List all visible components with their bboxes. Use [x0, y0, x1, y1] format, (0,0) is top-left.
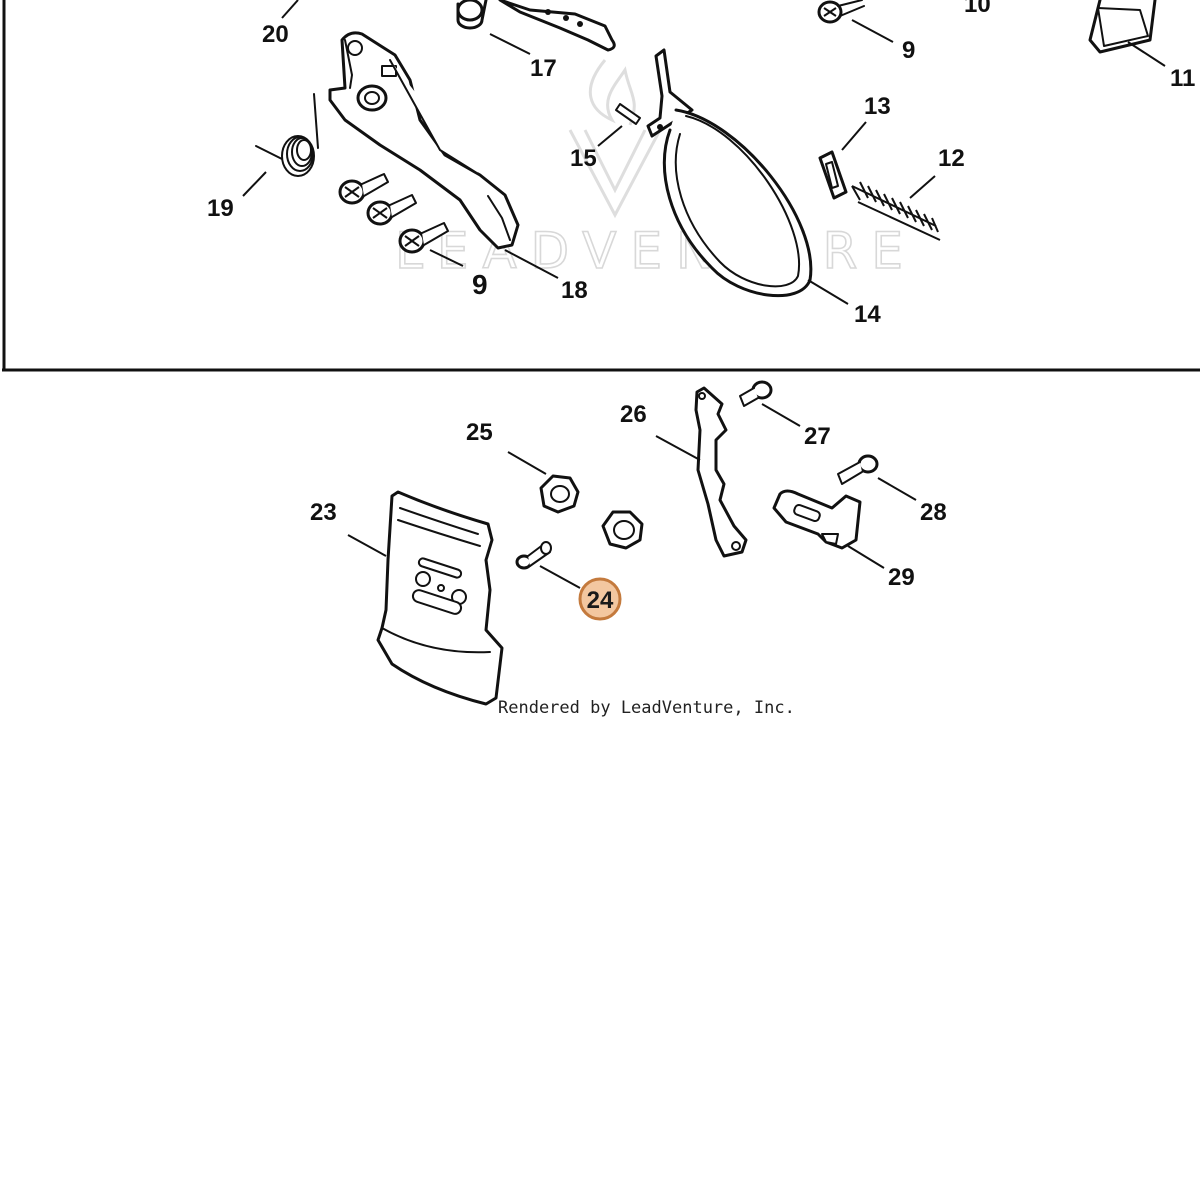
part-19-spring[interactable]: [255, 93, 319, 177]
callout-13: 13: [864, 93, 891, 120]
part-17-bushing[interactable]: [456, 0, 616, 52]
part-29-bracket[interactable]: [772, 489, 862, 550]
leader-28: [877, 477, 917, 501]
callout-14: 14: [854, 301, 881, 328]
callout-24-highlight[interactable]: 24: [578, 577, 622, 621]
part-23-guide-plate[interactable]: [376, 490, 504, 706]
callout-27: 27: [804, 423, 831, 450]
leader-25: [507, 451, 547, 475]
part-18-brake-lever[interactable]: [328, 31, 520, 250]
part-14-brake-band[interactable]: [646, 48, 813, 298]
leader-9-bottom: [429, 249, 464, 267]
leader-12: [909, 175, 936, 199]
assembly-frame: [2, 0, 1200, 372]
part-9-screw-top[interactable]: [817, 0, 865, 24]
callout-23: 23: [310, 499, 337, 526]
leader-13: [841, 121, 867, 151]
callout-26: 26: [620, 401, 647, 428]
leader-24: [539, 565, 581, 589]
leader-26: [655, 435, 701, 461]
callout-10: 10: [964, 0, 991, 18]
leader-20: [281, 0, 299, 19]
render-credit: Rendered by LeadVenture, Inc.: [498, 698, 795, 718]
leader-9-top: [851, 19, 894, 43]
leader-15: [597, 125, 623, 147]
callout-9-bottom: 9: [472, 269, 488, 300]
part-26-strip[interactable]: [694, 386, 748, 558]
callout-18: 18: [561, 277, 588, 304]
part-15-pin[interactable]: [615, 103, 641, 125]
callout-17: 17: [530, 55, 557, 82]
callout-25: 25: [466, 419, 493, 446]
part-9-screws[interactable]: [338, 173, 449, 254]
callout-15: 15: [570, 145, 597, 172]
part-27-screw[interactable]: [739, 380, 773, 407]
callout-20: 20: [262, 21, 289, 48]
callout-11: 11: [1170, 65, 1195, 92]
part-25-nuts[interactable]: [539, 474, 644, 550]
leader-19: [242, 171, 267, 197]
leader-17: [489, 33, 531, 55]
part-11-cover[interactable]: [1088, 0, 1157, 54]
callout-12: 12: [938, 145, 965, 172]
leader-14: [807, 279, 849, 305]
leader-11: [1127, 41, 1166, 67]
callout-labels: 20 17 10 9 11 13 12 15 19 9 18 14 25 26 …: [207, 0, 1195, 591]
leader-23: [347, 534, 387, 557]
callout-24: 24: [587, 587, 614, 614]
part-13-clip[interactable]: [818, 150, 848, 200]
part-12-spring[interactable]: [851, 181, 941, 241]
leader-27: [761, 403, 801, 427]
leader-18: [504, 249, 559, 279]
callout-28: 28: [920, 499, 947, 526]
callout-29: 29: [888, 564, 915, 591]
watermark-logo-icon: [568, 59, 662, 219]
callout-9-top: 9: [902, 37, 915, 64]
leader-29: [847, 545, 885, 569]
callout-19: 19: [207, 195, 234, 222]
part-24-stud[interactable]: [515, 541, 552, 570]
part-28-screw[interactable]: [837, 454, 879, 485]
